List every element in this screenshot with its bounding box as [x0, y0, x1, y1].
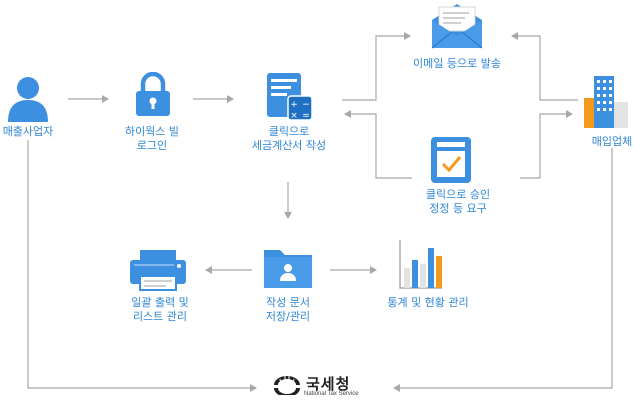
seller-label: 매출사업자	[2, 125, 54, 138]
svg-text:−: −	[302, 100, 310, 110]
person-icon	[8, 77, 48, 122]
invoice-calculator-icon: + − × =	[267, 73, 313, 121]
hiworks-login-label: 하이웍스 빌 로그인	[124, 125, 180, 152]
checklist-icon	[431, 137, 471, 183]
arrow-approve-to-create	[344, 110, 412, 179]
approve-label: 클릭으로 승인 정정 등 요구	[425, 188, 491, 215]
nts-name: 국세청	[306, 375, 351, 393]
email-send-label: 이메일 등으로 발송	[413, 57, 501, 70]
lock-icon	[136, 72, 170, 116]
arrow-seller-to-nts	[27, 140, 257, 392]
nts-logo: 국세청 National Tax Service	[272, 373, 359, 397]
nts-subtitle: National Tax Service	[304, 391, 359, 397]
bar-chart-icon	[399, 240, 442, 289]
svg-text:=: =	[302, 111, 310, 121]
arrow-buyer-to-nts	[393, 148, 613, 392]
print-list-label: 일괄 출력 및 리스트 관리	[131, 296, 189, 323]
envelope-icon	[431, 4, 483, 49]
create-invoice-label: 클릭으로 세금계산서 작성	[251, 125, 327, 152]
printer-icon	[130, 250, 186, 291]
nts-emblem-icon	[274, 376, 300, 395]
arrow-approve-to-buyer	[520, 110, 573, 179]
folder-user-icon	[264, 250, 312, 288]
buyer-label: 매입업체	[591, 135, 633, 148]
building-icon	[584, 76, 628, 128]
arrow-buyer-to-email	[511, 32, 578, 101]
svg-text:+: +	[290, 100, 298, 110]
save-docs-label: 작성 문서 저장/관리	[265, 296, 311, 323]
arrow-create-to-email	[342, 32, 411, 101]
svg-text:×: ×	[290, 111, 298, 121]
stats-label: 통계 및 현황 관리	[387, 296, 469, 309]
